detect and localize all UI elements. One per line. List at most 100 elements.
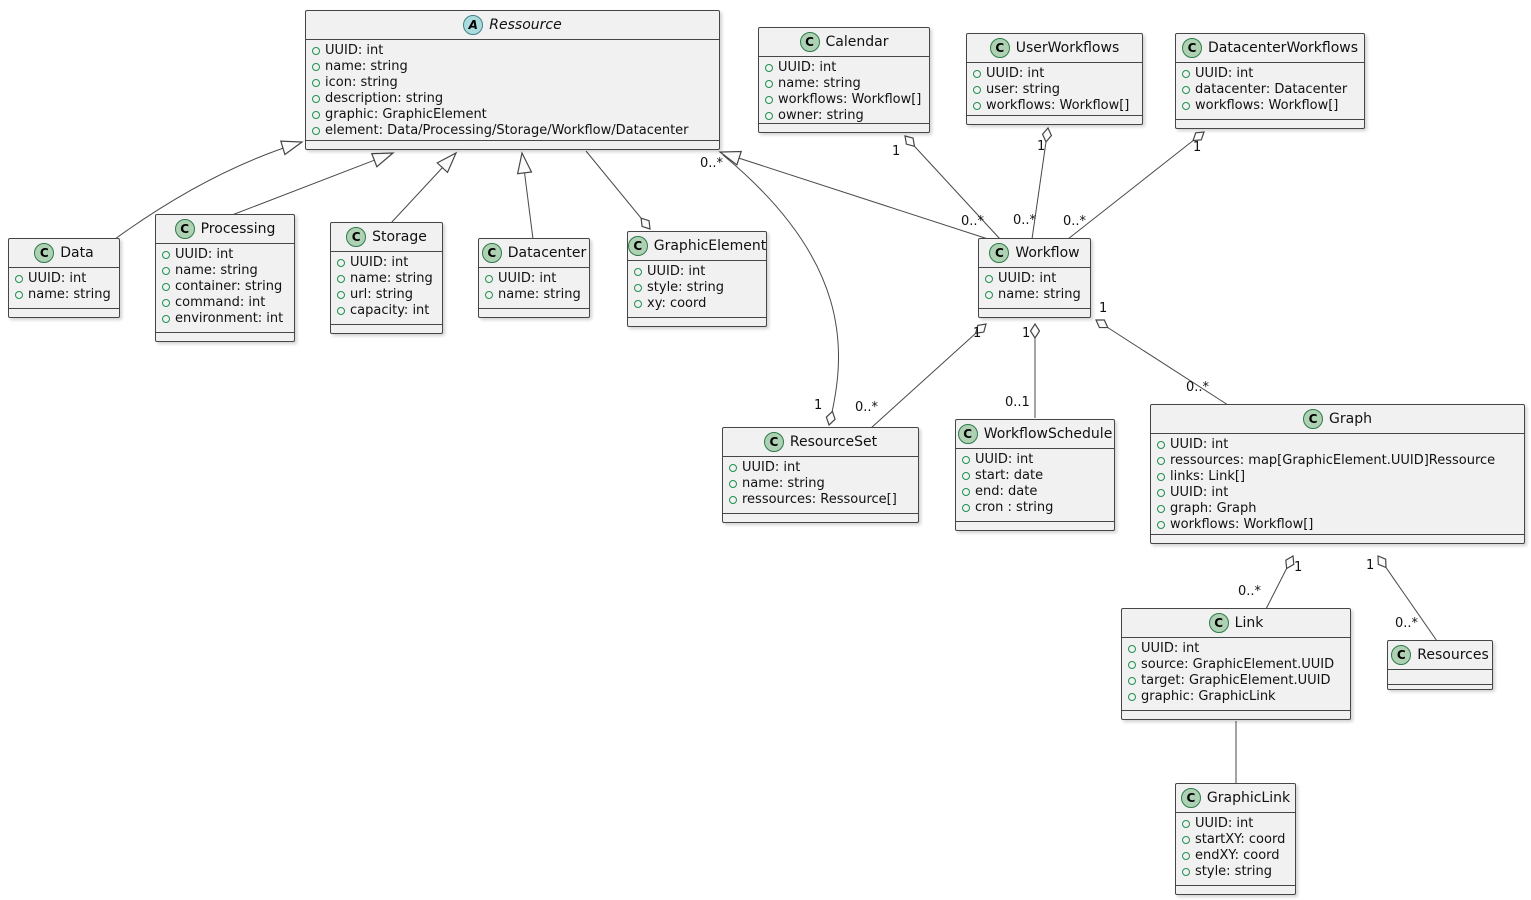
attribute: UUID: int [962,452,1106,468]
attribute-text: UUID: int [350,255,409,270]
attribute: links: Link[] [1157,469,1516,485]
attribute: graphic: GraphicLink [1128,689,1342,705]
field-visibility-icon [312,63,320,71]
attribute: xy: coord [634,296,758,312]
attribute-text: links: Link[] [1170,469,1246,484]
edge-storage-inherits-ressource [390,151,458,224]
field-visibility-icon [973,86,981,94]
attribute: datacenter: Datacenter [1182,82,1356,98]
attribute-text: UUID: int [1170,437,1229,452]
multiplicity-label: 1 [1022,326,1031,341]
attribute-text: source: GraphicElement.UUID [1141,657,1335,672]
methods-compartment [306,140,719,149]
attribute: url: string [337,287,434,303]
field-visibility-icon [312,79,320,87]
multiplicity-label: 1 [973,326,982,341]
attribute: target: GraphicElement.UUID [1128,673,1342,689]
field-visibility-icon [15,291,23,299]
field-visibility-icon [985,291,993,299]
attribute-text: workflows: Workflow[] [778,92,922,107]
edge-userworkflows-aggregates-workflow [1031,126,1053,240]
attribute-text: end: date [975,484,1038,499]
attribute-text: UUID: int [1170,485,1229,500]
field-visibility-icon [485,291,493,299]
attribute-text: UUID: int [647,264,706,279]
class-name: Data [60,245,94,261]
field-visibility-icon [973,102,981,110]
attribute-text: style: string [647,280,725,295]
attribute: UUID: int [15,271,111,287]
field-visibility-icon [312,47,320,55]
attribute-text: name: string [28,287,111,302]
field-visibility-icon [162,267,170,275]
multiplicity-label: 1 [1193,140,1202,155]
class-icon: C [1208,613,1229,633]
edge-resourceset-aggregates-ressource [722,154,839,427]
edge-data-inherits-ressource [114,140,304,240]
class-icon: C [989,38,1010,58]
field-visibility-icon [1128,677,1136,685]
field-visibility-icon [1182,86,1190,94]
field-visibility-icon [729,480,737,488]
attribute: UUID: int [634,264,758,280]
attribute-text: UUID: int [28,271,87,286]
multiplicity-label: 1 [1366,558,1375,573]
class-icon: C [1181,38,1202,58]
multiplicity-label: 0..* [1186,380,1210,395]
attribute: UUID: int [485,271,581,287]
field-visibility-icon [337,275,345,283]
class-icon: C [34,243,55,263]
edge-calendar-aggregates-workflow [904,135,1001,240]
attribute: icon: string [312,75,711,91]
field-visibility-icon [973,70,981,78]
attribute-text: workflows: Workflow[] [1195,98,1339,113]
field-visibility-icon [162,299,170,307]
attribute: UUID: int [973,66,1134,82]
attribute-text: UUID: int [325,43,384,58]
attribute-text: name: string [350,271,433,286]
attribute-text: element: Data/Processing/Storage/Workflo… [325,123,689,138]
field-visibility-icon [312,111,320,119]
attribute: owner: string [765,108,921,124]
edge-graphicelement-aggregates-ressource [585,150,651,230]
attribute: workflows: Workflow[] [1157,517,1516,533]
attribute-text: container: string [175,279,283,294]
class-name: GraphicElement [653,238,767,254]
methods-compartment [156,332,294,341]
methods-compartment [1176,885,1295,894]
attribute: capacity: int [337,303,434,319]
field-visibility-icon [337,291,345,299]
field-visibility-icon [765,64,773,72]
field-visibility-icon [765,96,773,104]
attribute: source: GraphicElement.UUID [1128,657,1342,673]
attribute: name: string [729,476,910,492]
field-visibility-icon [1128,645,1136,653]
attribute-text: workflows: Workflow[] [986,98,1130,113]
edge-datacenterworkflows-aggregates-workflow [1067,131,1205,240]
attribute: UUID: int [162,247,286,263]
attribute: name: string [985,287,1082,303]
class-icon: C [1391,645,1412,665]
attribute-text: graph: Graph [1170,501,1257,516]
attribute: UUID: int [1182,66,1356,82]
attribute-text: graphic: GraphicLink [1141,689,1276,704]
class-name: UserWorkflows [1015,40,1120,56]
attribute: name: string [337,271,434,287]
class-name: Ressource [489,17,562,33]
field-visibility-icon [162,251,170,259]
attribute-text: cron : string [975,500,1054,515]
